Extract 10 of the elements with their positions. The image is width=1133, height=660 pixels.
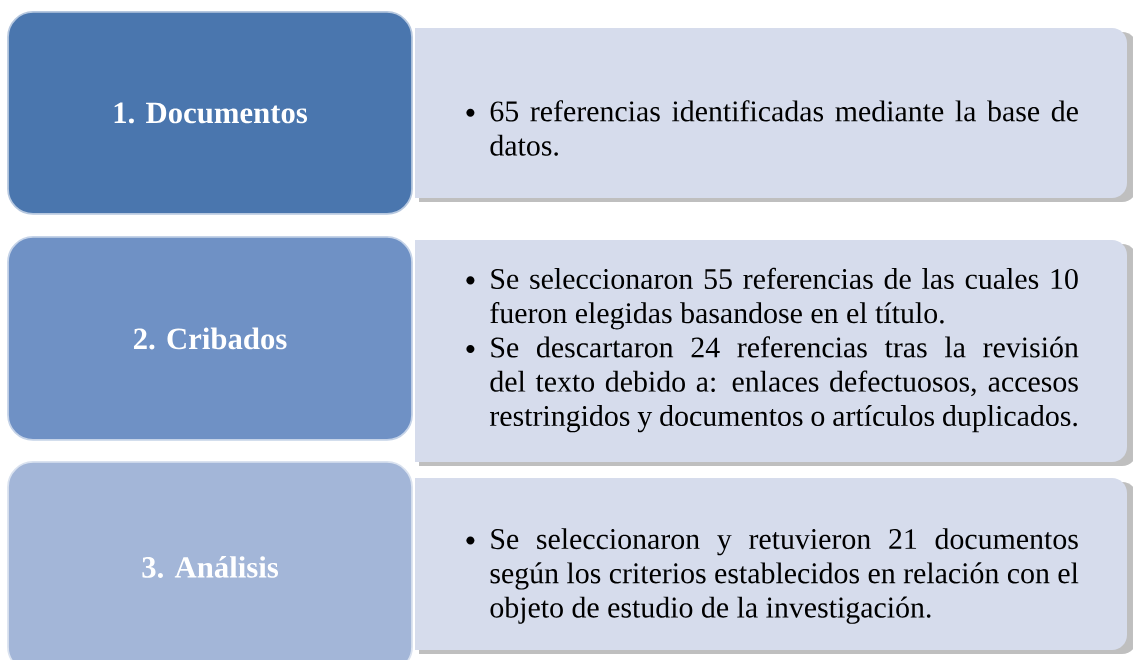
stage-box: 1. Documentos xyxy=(7,11,413,215)
bullet-text: Se seleccionaron 55 referencias de las cuales 10 fueron elegidas basandose en el título. xyxy=(490,267,1078,330)
bullet-text: 65 referencias identificadas mediante la base de datos. xyxy=(490,100,1078,156)
info-box xyxy=(415,240,1133,466)
bullet-text: Se seleccionaron y retuvieron 21 documentos según los criterios establecidos en relación con el objeto de estudio de la investigación. xyxy=(490,528,1079,624)
info-box xyxy=(415,478,1133,654)
stage-box: 3. Análisis xyxy=(7,461,413,660)
bullet-text: Se descartaron 24 referencias tras la revisión del texto debido a: enlaces defectuosos, accesos restringidos y documentos o artículos duplicados. xyxy=(489,336,1079,433)
stage-box: 2. Cribados xyxy=(7,236,413,441)
info-box xyxy=(415,28,1133,202)
